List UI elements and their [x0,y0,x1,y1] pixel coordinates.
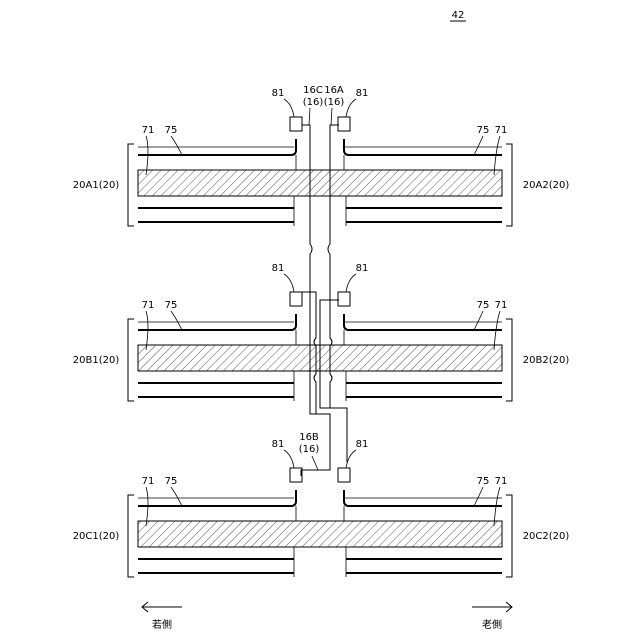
left-ref-71: 71 [142,300,155,311]
cable-16a-label: 16A [324,85,344,96]
left-group-label: 20B1(20) [73,355,120,366]
left-connector-leader [284,450,294,468]
right-ref-71: 71 [495,125,508,136]
right-ref-75-leader [474,487,483,506]
left-ref-71: 71 [142,125,155,136]
left-connector-label: 81 [272,263,285,274]
right-connector-label: 81 [356,88,369,99]
cable-16a-sublabel: (16) [324,97,345,108]
hatched-layer [138,170,502,196]
right-bracket [506,495,512,577]
left-group-label: 20A1(20) [73,180,120,191]
right-ref-75-leader [474,311,483,330]
right-connector-81 [338,468,350,482]
left-connector-81 [290,117,302,131]
cable-16b-label: 16B [299,432,319,443]
right-connector-leader [346,274,356,292]
left-bracket [128,144,134,226]
band-a: 81 81 71 75 75 71 20A1(20) 20A2(20) [73,88,570,226]
left-connector-label: 81 [272,88,285,99]
right-ref-71: 71 [495,476,508,487]
left-ref-75: 75 [165,476,178,487]
left-connector-81 [290,292,302,306]
right-bracket [506,319,512,401]
left-bracket [128,495,134,577]
left-direction-label: 若側 [152,618,172,631]
bands-layer: 81 81 71 75 75 71 20A1(20) 20A2(20) 81 81 71 75 75 71… [73,88,570,577]
right-group-label: 20B2(20) [523,355,570,366]
right-group-label: 20A2(20) [523,180,570,191]
left-group-label: 20C1(20) [73,531,120,542]
cable-16b-leader [312,456,318,470]
right-connector-81 [338,117,350,131]
right-connector-leader [346,99,356,117]
left-bracket [128,319,134,401]
right-connector-label: 81 [356,439,369,450]
cable-16c-sublabel: (16) [303,97,324,108]
right-ref-71: 71 [495,300,508,311]
cable-16b-sublabel: (16) [299,444,320,455]
left-ref-75-leader [171,487,182,506]
right-ref-75: 75 [477,125,490,136]
left-connector-leader [284,274,294,292]
figure-number: 42 [452,10,465,21]
right-group-label: 20C2(20) [523,531,570,542]
hatched-layer [138,521,502,547]
left-connector-81 [290,468,302,482]
left-connector-label: 81 [272,439,285,450]
right-connector-81 [338,292,350,306]
right-ref-75: 75 [477,476,490,487]
cable-16a-leader [331,108,332,125]
right-ref-75: 75 [477,300,490,311]
right-ref-75-leader [474,136,483,155]
left-connector-leader [284,99,294,117]
left-ref-75-leader [171,311,182,330]
left-ref-71: 71 [142,476,155,487]
left-ref-75: 75 [165,300,178,311]
band-c: 81 81 71 75 75 71 20C1(20) 20C2(20) [73,439,570,577]
cable-16c-label: 16C [303,85,323,96]
right-connector-label: 81 [356,263,369,274]
right-direction-label: 老側 [482,618,502,631]
cable-16c-leader [309,108,310,125]
left-ref-75-leader [171,136,182,155]
right-bracket [506,144,512,226]
band-b: 81 81 71 75 75 71 20B1(20) 20B2(20) [73,263,570,401]
left-ref-75: 75 [165,125,178,136]
